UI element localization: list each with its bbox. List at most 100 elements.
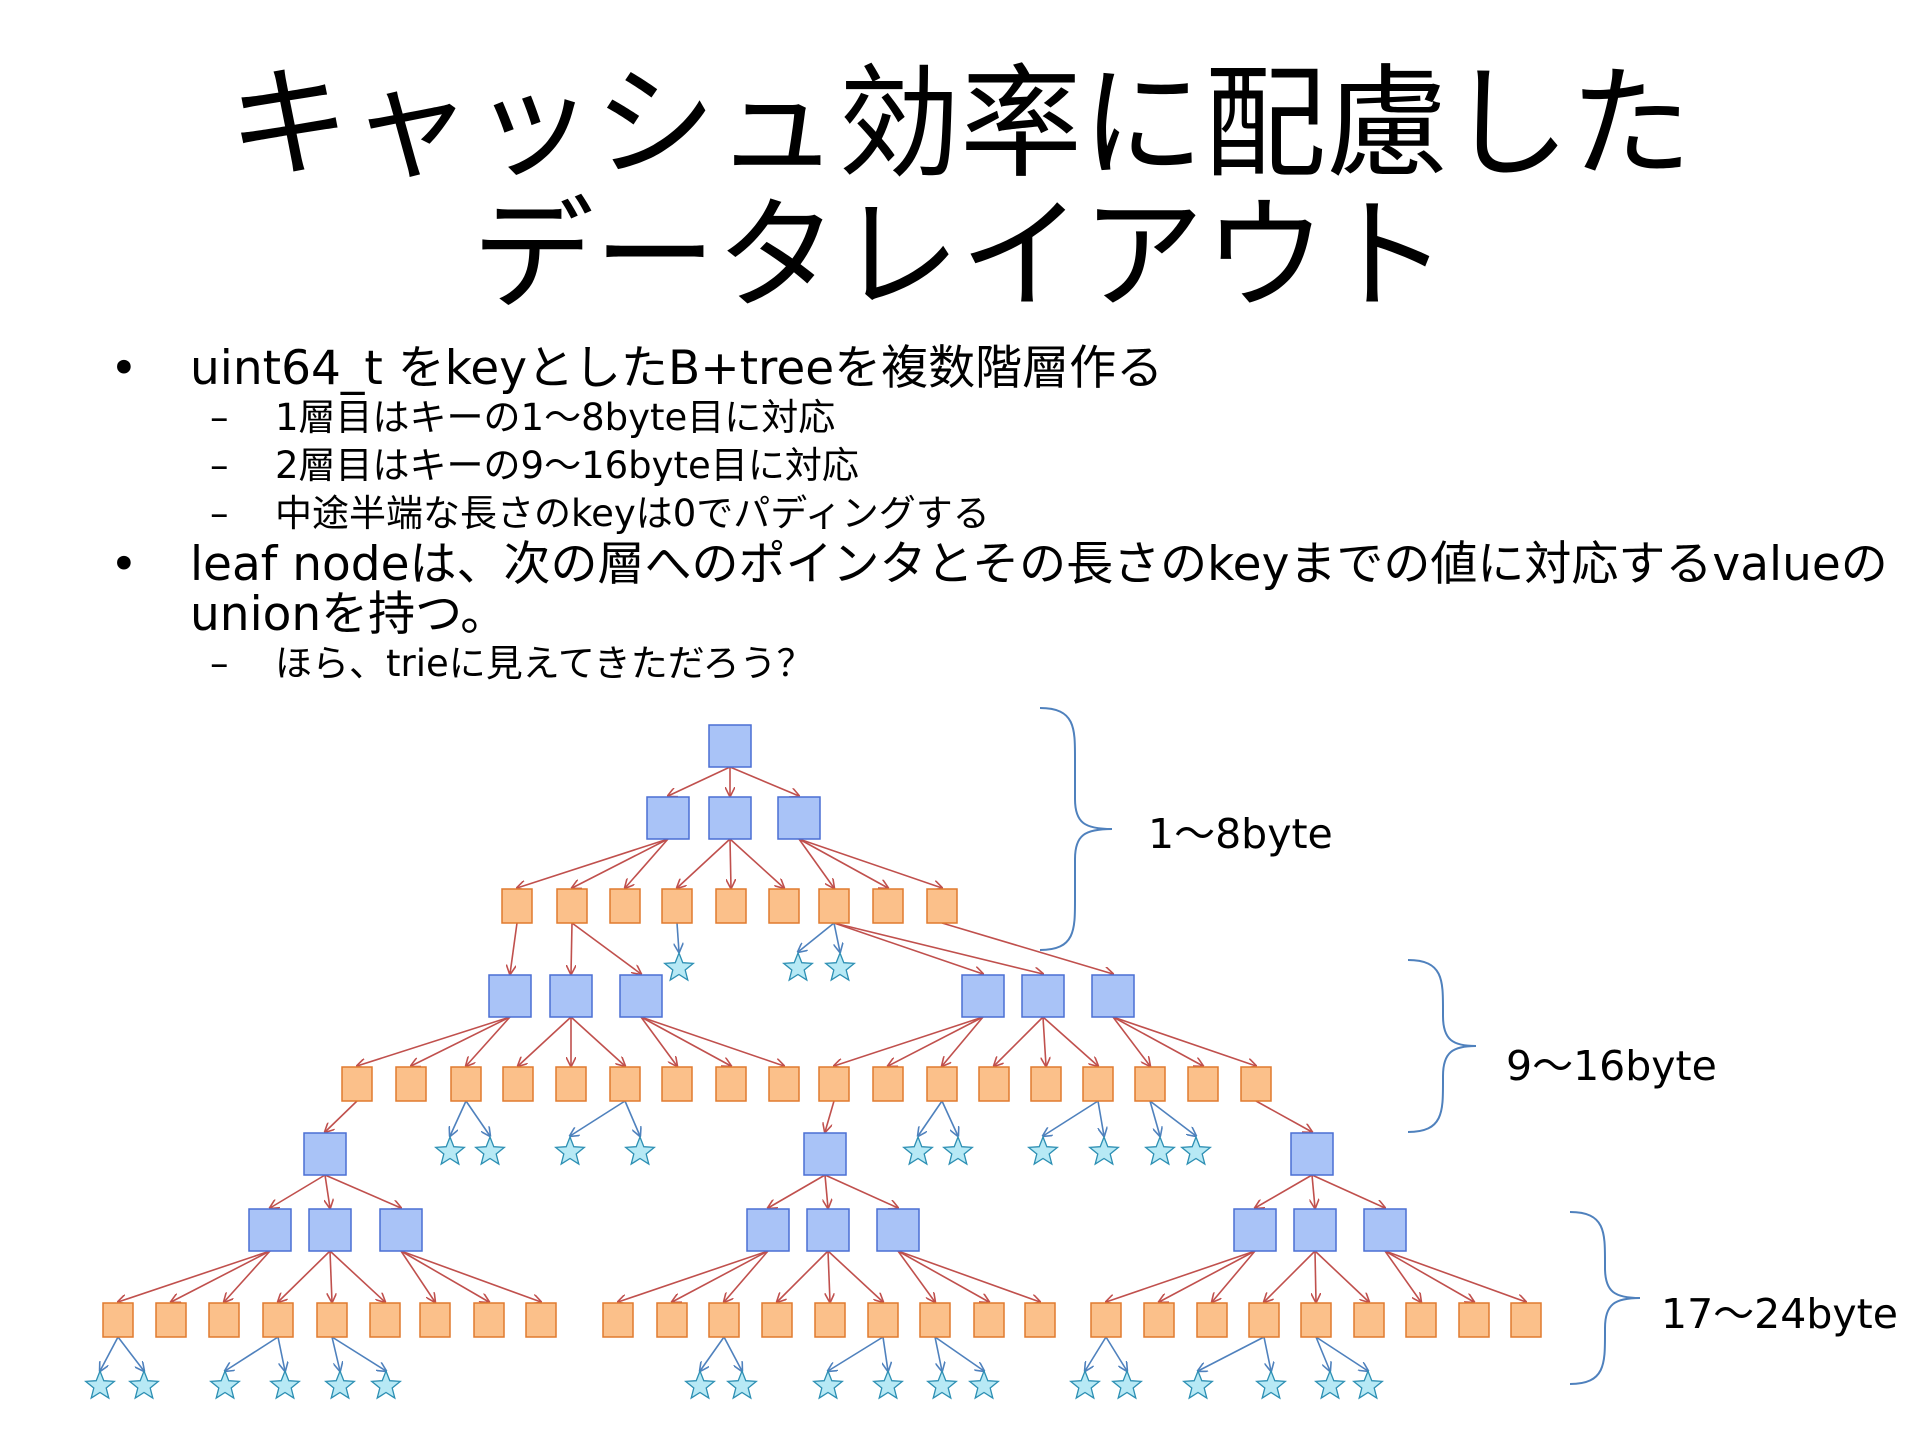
- value-star: [1027, 1135, 1059, 1166]
- inner-node: [746, 1208, 790, 1252]
- edge-arrow: [897, 1250, 935, 1302]
- bullet-marker: –: [210, 444, 229, 487]
- edge-arrow: [624, 1100, 640, 1136]
- edge-arrow: [1106, 1250, 1256, 1302]
- edge-arrow: [270, 1174, 326, 1208]
- edge-arrow: [1198, 1336, 1265, 1371]
- edge-arrow: [572, 838, 669, 888]
- leaf-node: [262, 1302, 294, 1338]
- edge-arrow: [618, 1250, 769, 1302]
- curly-brace: [1569, 1211, 1641, 1385]
- node-layer: [84, 724, 1542, 1400]
- leaf-node: [1248, 1302, 1280, 1338]
- edge-arrow: [883, 1336, 888, 1371]
- leaf-node: [715, 888, 747, 924]
- inner-node: [876, 1208, 920, 1252]
- edge-arrow: [640, 1016, 677, 1066]
- edge-arrow: [465, 1100, 490, 1136]
- leaf-node: [818, 1066, 850, 1102]
- leaf-node: [525, 1302, 557, 1338]
- edge-arrow: [934, 1336, 942, 1371]
- inner-node: [303, 1132, 347, 1176]
- bullet-text: 1層目はキーの1～8byte目に対応: [275, 396, 836, 439]
- leaf-node: [1196, 1302, 1228, 1338]
- value-star: [872, 1369, 904, 1400]
- leaf-node: [818, 888, 850, 924]
- edge-arrow: [827, 1250, 883, 1302]
- edge-arrow: [1314, 1250, 1369, 1302]
- edge-arrow: [1149, 1100, 1196, 1136]
- leaf-node: [609, 888, 641, 924]
- bullet-text: uint64_t をkeyとしたB+treeを複数階層作る: [190, 341, 1164, 396]
- value-star: [474, 1135, 506, 1166]
- edge-arrow: [888, 1016, 984, 1066]
- edge-arrow: [1212, 1250, 1256, 1302]
- inner-node: [1363, 1208, 1407, 1252]
- leaf-node: [1510, 1302, 1542, 1338]
- leaf-node: [872, 888, 904, 924]
- leaf-node: [555, 1066, 587, 1102]
- leaf-node: [341, 1066, 373, 1102]
- edge-arrow: [824, 1174, 898, 1208]
- bullet-continuation: unionを持つ。: [110, 590, 1890, 640]
- leaf-node: [768, 888, 800, 924]
- edge-arrow: [1149, 1100, 1160, 1136]
- edge-arrow: [777, 1250, 829, 1302]
- edge-arrow: [942, 1016, 984, 1066]
- edge-arrow: [825, 1174, 828, 1208]
- leaf-node: [926, 888, 958, 924]
- edge-arrow: [798, 922, 835, 952]
- edge-arrow: [768, 1174, 826, 1208]
- edge-arrow: [798, 838, 942, 888]
- inner-node: [1233, 1208, 1277, 1252]
- edge-arrow: [570, 1016, 625, 1066]
- value-star: [1314, 1369, 1346, 1400]
- bullet-list: •uint64_t をkeyとしたB+treeを複数階層作る –1層目はキーの1…: [110, 340, 1890, 688]
- edge-arrow: [118, 1250, 271, 1302]
- edge-arrow: [1264, 1250, 1316, 1302]
- edge-arrow: [1085, 1336, 1107, 1371]
- edge-arrow: [897, 1250, 1040, 1302]
- edge-arrow: [517, 838, 669, 888]
- edge-arrow: [833, 922, 1043, 974]
- leaf-node: [1405, 1302, 1437, 1338]
- edge-arrow: [1112, 1016, 1203, 1066]
- edge-arrow: [510, 922, 518, 974]
- value-star: [434, 1135, 466, 1166]
- edge-arrow: [897, 1250, 989, 1302]
- edge-arrow: [357, 1016, 511, 1066]
- edge-arrow: [324, 1174, 401, 1208]
- leaf-node: [761, 1302, 793, 1338]
- leaf-node: [656, 1302, 688, 1338]
- edge-arrow: [400, 1250, 541, 1302]
- edge-arrow: [723, 1336, 742, 1371]
- leaf-node: [450, 1066, 482, 1102]
- value-star: [554, 1135, 586, 1166]
- bullet-item: •leaf nodeは、次の層へのポインタとその長さのkeyまでの値に対応するv…: [110, 540, 1890, 590]
- leaf-node: [1134, 1066, 1166, 1102]
- inner-node: [708, 724, 752, 768]
- inner-node: [1091, 974, 1135, 1018]
- inner-node: [777, 796, 821, 840]
- edge-arrow: [518, 1016, 572, 1066]
- edge-arrow: [1159, 1250, 1256, 1302]
- value-star: [1111, 1369, 1143, 1400]
- edge-arrow: [571, 922, 641, 974]
- leaf-node: [473, 1302, 505, 1338]
- leaf-node: [208, 1302, 240, 1338]
- edge-arrow: [640, 1016, 784, 1066]
- value-star: [84, 1369, 116, 1400]
- title-line-1: キャッシュ効率に配慮した: [228, 53, 1692, 195]
- leaf-node: [708, 1302, 740, 1338]
- edge-arrow: [331, 1336, 386, 1371]
- edge-arrow: [277, 1336, 285, 1371]
- leaf-node: [395, 1066, 427, 1102]
- edge-arrow: [798, 838, 888, 888]
- edge-arrow: [677, 922, 679, 952]
- leaf-node: [1143, 1302, 1175, 1338]
- edge-arrow: [329, 1250, 385, 1302]
- brace-layer: [1039, 707, 1641, 1385]
- edge-arrow: [941, 1100, 958, 1136]
- edge-arrow: [1097, 1100, 1104, 1136]
